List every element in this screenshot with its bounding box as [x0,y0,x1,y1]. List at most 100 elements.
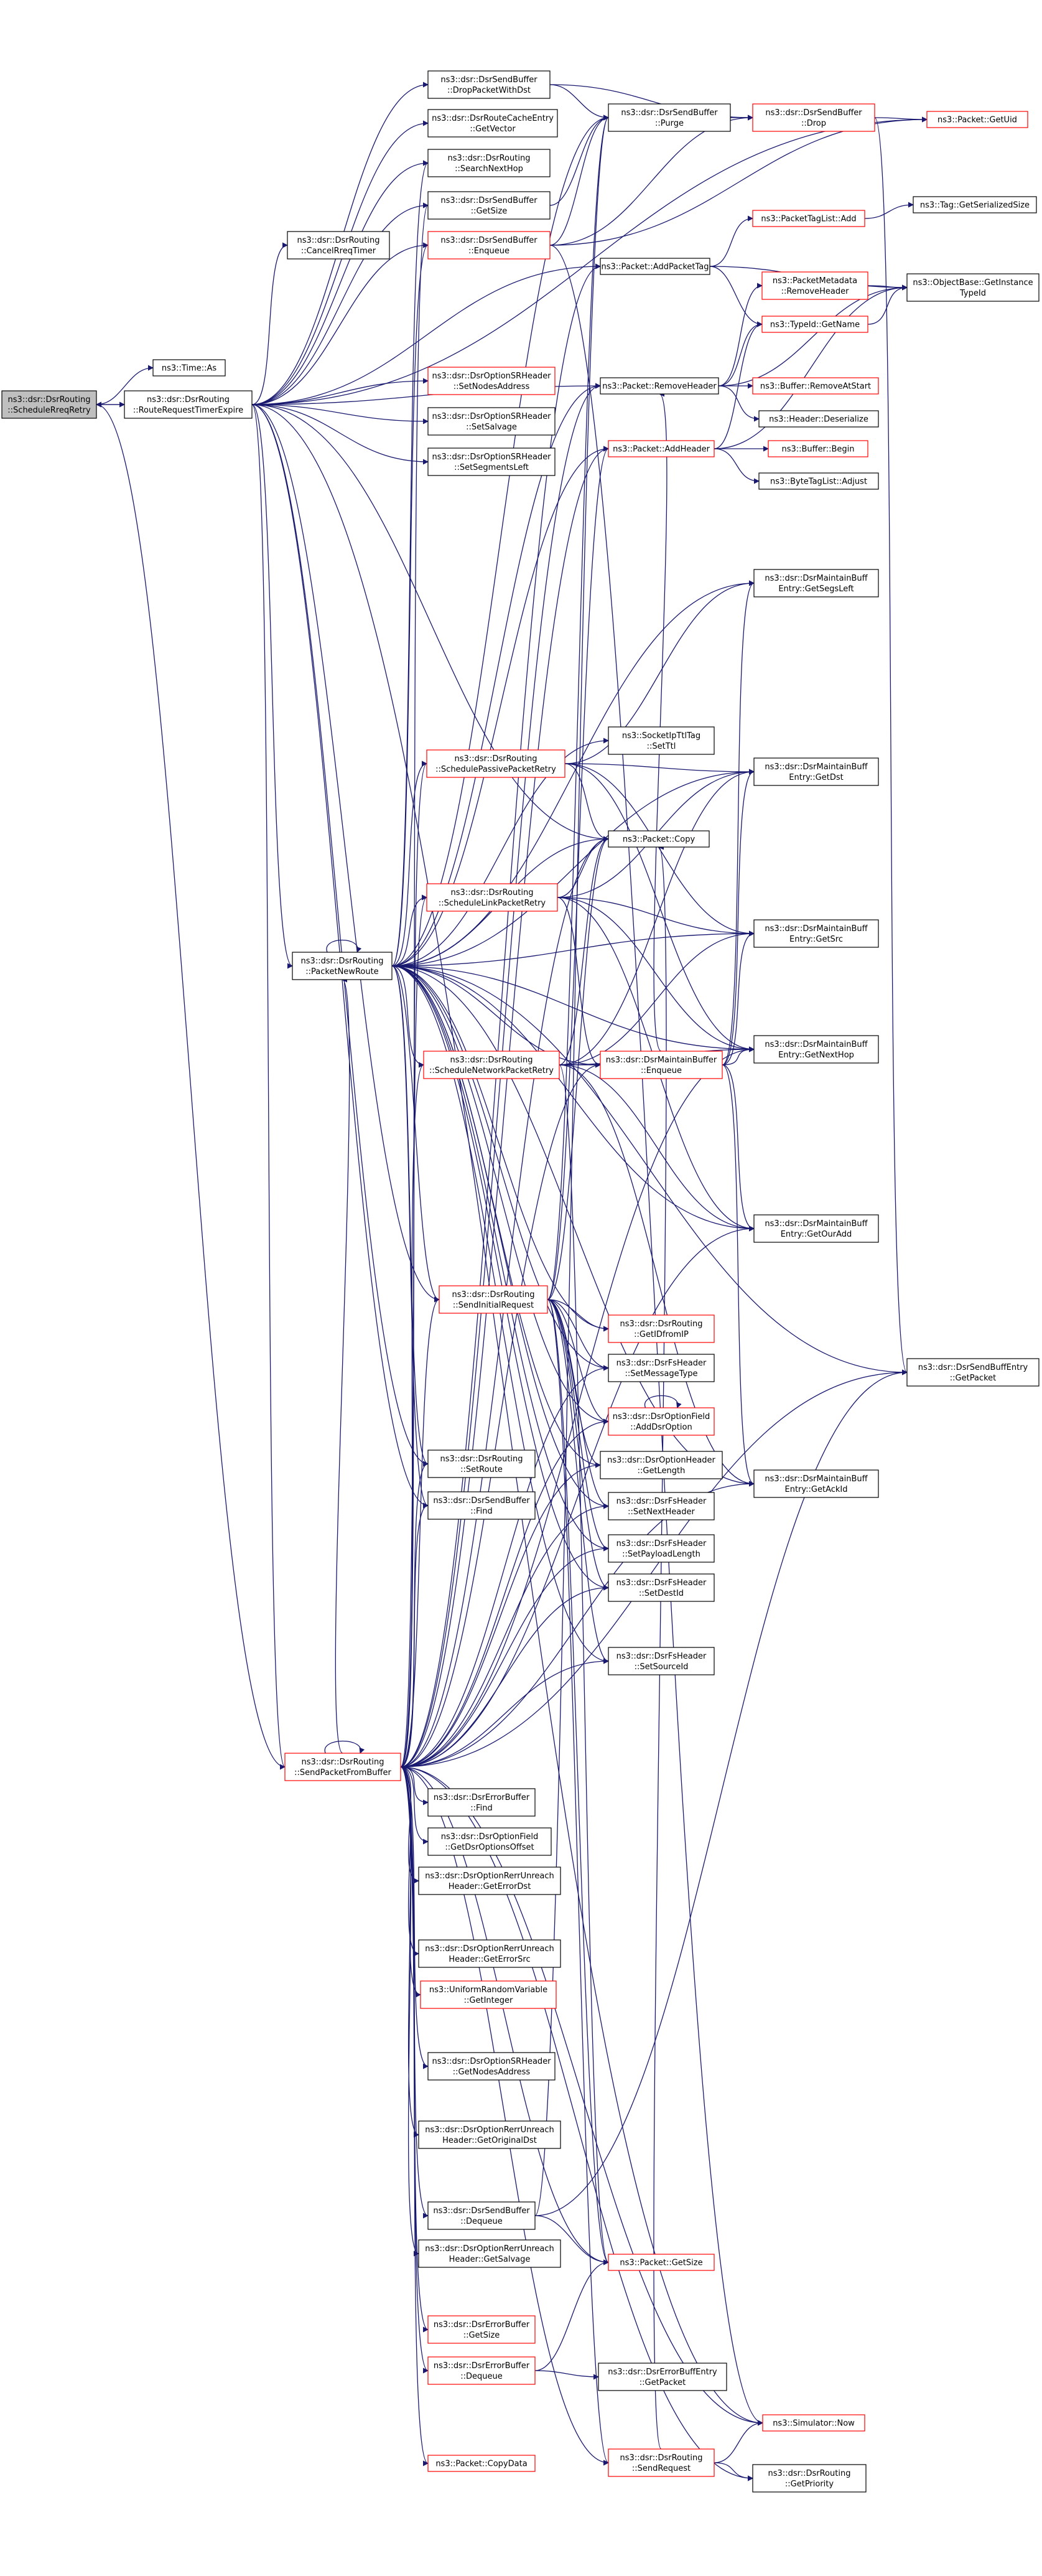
node-buf-removeatstart[interactable]: ns3::Buffer::RemoveAtStart [752,377,879,395]
node-fs-setmsgtype[interactable]: ns3::dsr::DsrFsHeader::SetMessageType [608,1354,715,1382]
node-label-line: ::DropPacketWithDst [447,86,531,95]
node-sb-dequeue[interactable]: ns3::dsr::DsrSendBuffer::Dequeue [427,2201,536,2230]
edge-pkt_addheader-to-btl_adjust [714,448,760,484]
node-search-next-hop[interactable]: ns3::dsr::DsrRouting::SearchNextHop [427,149,551,177]
node-fs-setdestid[interactable]: ns3::dsr::DsrFsHeader::SetDestId [608,1573,715,1602]
node-label-line: ns3::dsr::DsrFsHeader [616,1497,707,1506]
node-ptl-add[interactable]: ns3::PacketTagList::Add [752,210,865,227]
edge-sched_passive-to-mb_getsegsleft [564,580,755,764]
edge-rrte-to-sim_now [251,404,763,2426]
node-getipfromip[interactable]: ns3::dsr::DsrRouting::GetIDfromIP [608,1314,715,1343]
node-box [608,2448,715,2477]
node-pkt-removeheader[interactable]: ns3::Packet::RemoveHeader [600,377,719,395]
node-tag-getser[interactable]: ns3::Tag::GetSerializedSize [913,196,1037,213]
node-set-segs-left[interactable]: ns3::dsr::DsrOptionSRHeader::SetSegments… [427,447,556,476]
node-label-line: ::GetNodesAddress [453,2068,531,2077]
node-eb-find[interactable]: ns3::dsr::DsrErrorBuffer::Find [427,1788,536,1817]
node-drop-with-dst[interactable]: ns3::dsr::DsrSendBuffer::DropPacketWithD… [427,70,551,99]
node-pkt-copydata[interactable]: ns3::Packet::CopyData [427,2455,536,2472]
node-eb-dequeue[interactable]: ns3::dsr::DsrErrorBuffer::Dequeue [427,2356,536,2385]
node-of-getoffset[interactable]: ns3::dsr::DsrOptionField::GetDsrOptionsO… [427,1827,552,1856]
node-sim-now[interactable]: ns3::Simulator::Now [762,2414,865,2432]
node-fs-setnexthdr[interactable]: ns3::dsr::DsrFsHeader::SetNextHeader [608,1492,715,1520]
node-box [906,1358,1040,1387]
edge-sched_network-to-mb_getdst [559,769,755,1066]
node-label-line: ns3::dsr::DsrMaintainBuff [765,1040,868,1049]
node-sb-enqueue[interactable]: ns3::dsr::DsrSendBuffer::Enqueue [427,231,551,260]
node-oh-getlength[interactable]: ns3::dsr::DsrOptionHeader::GetLength [600,1451,723,1479]
node-pkt-copy[interactable]: ns3::Packet::Copy [608,830,710,848]
node-header-deser[interactable]: ns3::Header::Deserialize [758,410,879,428]
node-rrte[interactable]: ns3::dsr::DsrRouting::RouteRequestTimerE… [124,390,253,419]
node-sb-drop[interactable]: ns3::dsr::DsrSendBuffer::Drop [752,103,875,132]
node-urv-getinteger[interactable]: ns3::UniformRandomVariable::GetInteger [420,1980,557,2009]
node-label-line: ::SendRequest [632,2464,691,2473]
node-packet-new-route[interactable]: ns3::dsr::DsrRouting::PacketNewRoute [292,952,393,980]
node-sbe-getpacket[interactable]: ns3::dsr::DsrSendBuffEntry::GetPacket [906,1358,1040,1387]
node-send-request[interactable]: ns3::dsr::DsrRouting::SendRequest [608,2448,715,2477]
edge-send_from_buffer-to-sr_getnodesaddr [400,1766,429,2069]
node-cancel-rreq[interactable]: ns3::dsr::DsrRouting::CancelRreqTimer [287,231,390,260]
node-time-as[interactable]: ns3::Time::As [152,359,226,377]
node-pkt-getuid[interactable]: ns3::Packet::GetUid [926,111,1028,128]
edge-send_from_buffer-to-mb_getnexthop [400,1046,755,1768]
node-set-nodes-addr[interactable]: ns3::dsr::DsrOptionSRHeader::SetNodesAdd… [427,367,556,395]
node-mb-enqueue[interactable]: ns3::dsr::DsrMaintainBuffer::Enqueue [600,1051,723,1079]
node-label-line: ns3::dsr::DsrOptionRerrUnreach [425,2125,554,2135]
node-label-line: ns3::Packet::CopyData [435,2460,527,2469]
node-sockttl[interactable]: ns3::SocketIpTtlTag::SetTtl [608,726,715,755]
node-send-from-buffer[interactable]: ns3::dsr::DsrRouting::SendPacketFromBuff… [284,1753,401,1781]
node-pkt-addpackettag[interactable]: ns3::Packet::AddPacketTag [600,258,710,275]
node-label-line: ns3::dsr::DsrRouting [451,888,534,897]
edge-packet_new_route-to-fs_setnexthdr [391,965,609,1509]
node-label-line: ns3::Packet::RemoveHeader [602,382,717,391]
node-rce-getvector[interactable]: ns3::dsr::DsrRouteCacheEntry::GetVector [427,109,558,138]
node-sched-link[interactable]: ns3::dsr::DsrRouting::ScheduleLinkPacket… [426,883,558,912]
node-set-salvage[interactable]: ns3::dsr::DsrOptionSRHeader::SetSalvage [427,407,556,436]
node-rerr-geterrordst[interactable]: ns3::dsr::DsrOptionRerrUnreachHeader::Ge… [418,1866,561,1895]
node-of-adddsroption[interactable]: ns3::dsr::DsrOptionField::AddDsrOption [608,1407,715,1436]
node-sb-find[interactable]: ns3::dsr::DsrSendBuffer::Find [427,1491,536,1520]
node-pm-remove[interactable]: ns3::PacketMetadata::RemoveHeader [761,271,868,300]
node-rerr-getsalvage[interactable]: ns3::dsr::DsrOptionRerrUnreachHeader::Ge… [418,2239,561,2268]
node-eb-getsize[interactable]: ns3::dsr::DsrErrorBuffer::GetSize [427,2315,536,2344]
node-fs-setpaylen[interactable]: ns3::dsr::DsrFsHeader::SetPayloadLength [608,1534,715,1563]
node-mb-getouradd[interactable]: ns3::dsr::DsrMaintainBuffEntry::GetOurAd… [753,1214,879,1243]
node-btl-adjust[interactable]: ns3::ByteTagList::Adjust [758,472,879,490]
node-box [427,2356,536,2385]
node-label-line: Entry::GetOurAdd [781,1230,852,1239]
node-getpriority[interactable]: ns3::dsr::DsrRouting::GetPriority [752,2464,867,2493]
edge-sched_link-to-mb_enqueue [557,897,601,1068]
node-setroute[interactable]: ns3::dsr::DsrRouting::SetRoute [427,1450,536,1478]
edge-send_from_buffer-to-sb_getsize [400,202,429,1768]
edge-packet_new_route-to-mb_getsrc [391,930,755,967]
node-label-line: ns3::dsr::DsrFsHeader [616,1578,707,1588]
node-rerr-getorigdst[interactable]: ns3::dsr::DsrOptionRerrUnreachHeader::Ge… [418,2120,561,2149]
node-sched-passive[interactable]: ns3::dsr::DsrRouting::SchedulePassivePac… [426,749,565,778]
node-label-line: ns3::TypeId::GetName [770,321,860,330]
node-sb-getsize[interactable]: ns3::dsr::DsrSendBuffer::GetSize [427,191,551,220]
node-mb-getsegsleft[interactable]: ns3::dsr::DsrMaintainBuffEntry::GetSegsL… [753,569,879,597]
node-sched-network[interactable]: ns3::dsr::DsrRouting::ScheduleNetworkPac… [423,1051,560,1079]
node-send-initial[interactable]: ns3::dsr::DsrRouting::SendInitialRequest [439,1285,548,1314]
node-mb-getnexthop[interactable]: ns3::dsr::DsrMaintainBuffEntry::GetNextH… [753,1035,879,1064]
node-pkt-getsize[interactable]: ns3::Packet::GetSize [608,2254,715,2271]
node-box [427,149,551,177]
node-sr-getnodesaddr[interactable]: ns3::dsr::DsrOptionSRHeader::GetNodesAdd… [427,2052,556,2081]
node-root[interactable]: ns3::dsr::DsrRouting::ScheduleRreqRetry [1,390,97,419]
node-rerr-geterrorsrc[interactable]: ns3::dsr::DsrOptionRerrUnreachHeader::Ge… [418,1939,561,1968]
node-ebe-getpacket[interactable]: ns3::dsr::DsrErrorBuffEntry::GetPacket [598,2363,727,2391]
node-typeid-getname[interactable]: ns3::TypeId::GetName [761,316,868,333]
node-buf-begin[interactable]: ns3::Buffer::Begin [768,440,868,457]
edge-send_initial-to-getipfromip [547,1299,609,1332]
node-label-line: ns3::dsr::DsrSendBuffer [433,1496,530,1506]
node-label-line: ns3::dsr::DsrRouting [620,1319,703,1329]
node-fs-setsourceid[interactable]: ns3::dsr::DsrFsHeader::SetSourceId [608,1647,715,1675]
node-pkt-addheader[interactable]: ns3::Packet::AddHeader [608,440,715,457]
node-label-line: ns3::ByteTagList::Adjust [770,477,867,487]
node-sb-purge[interactable]: ns3::dsr::DsrSendBuffer::Purge [608,103,731,132]
